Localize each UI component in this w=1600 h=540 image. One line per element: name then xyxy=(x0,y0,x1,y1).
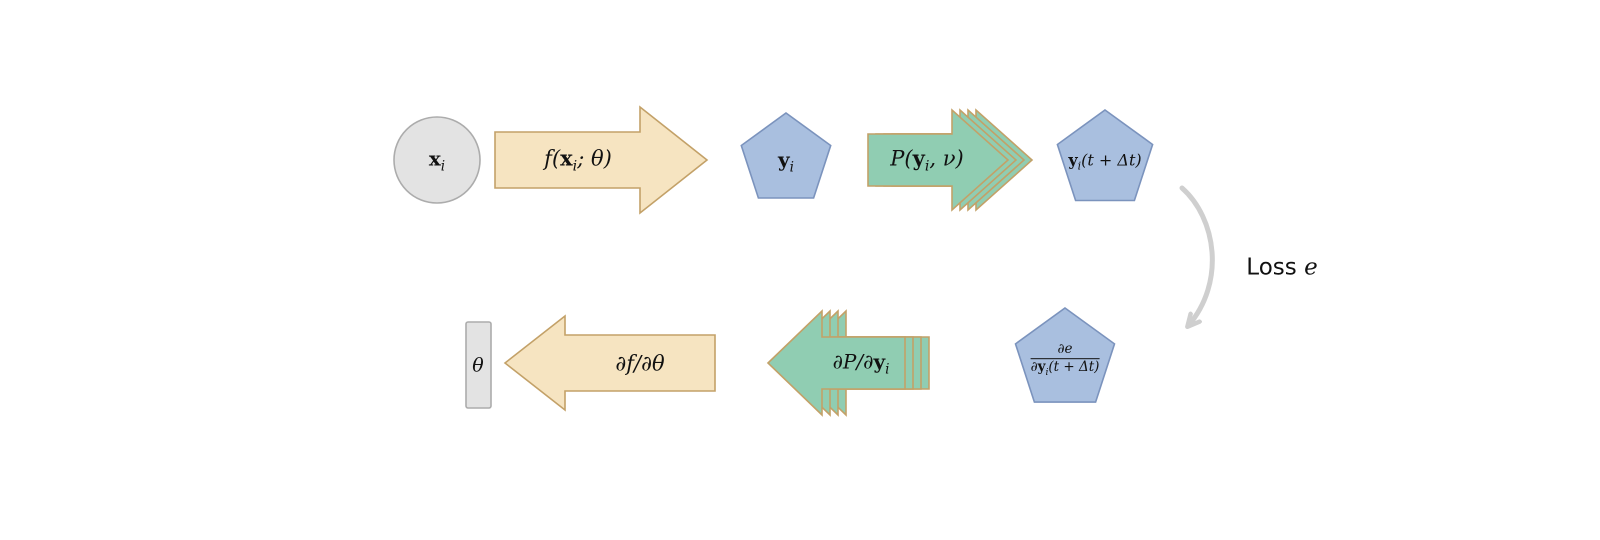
df-arrow-label-text: ∂f/∂θ xyxy=(615,351,665,376)
df-arrow xyxy=(503,314,716,412)
f-arrow-label-post: ; θ) xyxy=(577,146,612,171)
dp-arrow-label-bold: y xyxy=(873,349,886,374)
f-arrow-label-sub: i xyxy=(572,158,578,175)
grad-den-pre: ∂ xyxy=(1030,359,1038,376)
y-next-label: yi(t + Δt) xyxy=(1068,151,1141,172)
grad-den-sub: i xyxy=(1045,366,1049,378)
input-circle xyxy=(393,116,481,204)
grad-den-bold: y xyxy=(1037,359,1046,376)
p-arrow-label-sub: i xyxy=(924,158,930,175)
y-label: yi xyxy=(778,149,794,176)
y-next-pentagon xyxy=(1056,109,1154,202)
f-arrow-label-pre: f( xyxy=(544,146,561,171)
y-next-label-sub: i xyxy=(1077,159,1082,173)
grad-fraction-num: ∂e xyxy=(1030,342,1100,360)
loss-label: Loss e xyxy=(1246,255,1317,280)
y-next-label-bold: y xyxy=(1068,150,1078,170)
input-label: xi xyxy=(429,148,445,175)
p-arrow-label: P(yi, ν) xyxy=(890,147,963,176)
dp-arrow-label-pre: ∂P/∂ xyxy=(832,349,874,374)
dp-arrow-label: ∂P/∂yi xyxy=(833,351,890,378)
theta-label: θ xyxy=(472,354,484,377)
grad-pentagon xyxy=(1014,307,1116,403)
input-label-bold: x xyxy=(428,146,441,171)
grad-fraction: ∂e ∂yi(t + Δt) xyxy=(1030,342,1100,378)
f-arrow xyxy=(494,105,709,215)
loss-label-var: e xyxy=(1304,254,1318,281)
p-arrow-label-pre: P( xyxy=(890,146,913,171)
loss-label-text: Loss xyxy=(1246,254,1305,281)
f-arrow-label: f(xi; θ) xyxy=(544,147,612,176)
y-pentagon xyxy=(740,112,832,199)
theta-label-text: θ xyxy=(472,354,484,377)
p-arrow-label-bold: y xyxy=(912,145,925,171)
grad-den-post: (t + Δt) xyxy=(1048,359,1100,376)
loss-curve-arrow xyxy=(1179,185,1215,326)
f-arrow-label-bold: x xyxy=(560,145,573,171)
y-label-sub: i xyxy=(789,159,794,176)
input-label-sub: i xyxy=(440,158,446,175)
theta-rect xyxy=(465,321,492,409)
p-arrow-front xyxy=(867,108,1010,212)
dp-arrow-front xyxy=(766,309,906,417)
dp-arrow-label-sub: i xyxy=(885,361,890,378)
p-arrow-stack xyxy=(867,108,1034,212)
y-label-bold: y xyxy=(778,147,790,172)
dp-arrow-stack xyxy=(766,309,930,417)
p-arrow-label-post: , ν) xyxy=(929,146,964,171)
y-next-label-post: (t + Δt) xyxy=(1081,150,1142,170)
df-arrow-label: ∂f/∂θ xyxy=(615,352,664,375)
grad-label: ∂e ∂yi(t + Δt) xyxy=(1030,342,1100,378)
grad-fraction-den: ∂yi(t + Δt) xyxy=(1031,359,1100,378)
